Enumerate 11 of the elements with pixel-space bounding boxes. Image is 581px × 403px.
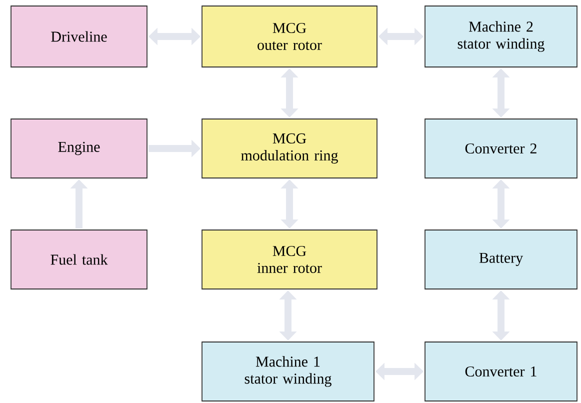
block-box: MCG inner rotor xyxy=(202,230,378,290)
block-box: Fuel tank xyxy=(10,230,148,290)
block-box: Machine 1 stator winding xyxy=(202,342,374,402)
block-box: MCG outer rotor xyxy=(202,6,378,68)
block-box: Battery xyxy=(424,230,578,290)
block-box: Engine xyxy=(10,118,148,178)
block-box: Driveline xyxy=(10,6,148,68)
block-box: MCG modulation ring xyxy=(202,118,378,178)
block-box: Machine 2 stator winding xyxy=(424,6,578,68)
block-box: Converter 2 xyxy=(424,118,578,178)
block-box: Converter 1 xyxy=(424,342,578,402)
